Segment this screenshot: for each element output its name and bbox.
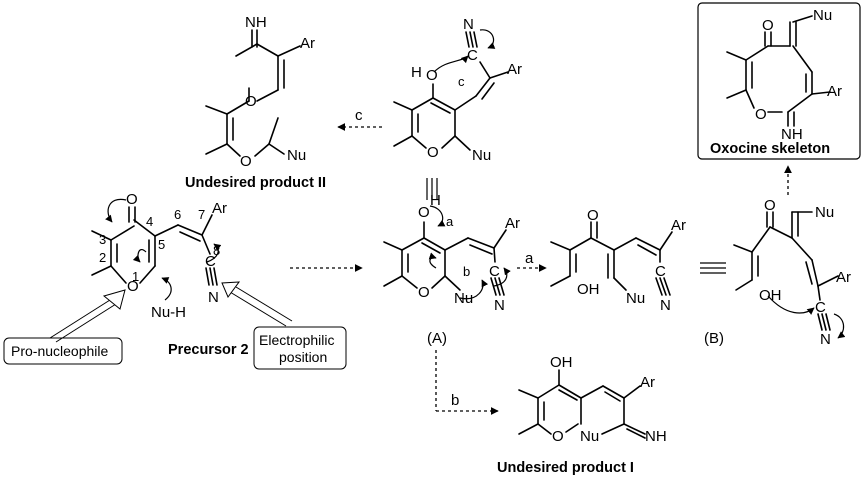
locant-3: 3	[99, 232, 106, 247]
A-path-a: a	[446, 214, 454, 229]
intermediate-B-structure	[733, 211, 846, 339]
B-Nu: Nu	[815, 204, 834, 221]
oxocine-box	[697, 2, 861, 160]
A-Nu: Nu	[454, 290, 473, 307]
oxocine-NH: NH	[781, 126, 803, 143]
c-O-ring: O	[427, 144, 439, 161]
c-N: N	[463, 16, 474, 33]
I-Ar: Ar	[640, 374, 655, 391]
II-Nu: Nu	[287, 147, 306, 164]
I-O-ring: O	[552, 428, 564, 445]
electrophilic-arrow	[221, 281, 293, 327]
arrow-c-label: c	[355, 107, 363, 124]
undesired-product-II-label: Undesired product II	[185, 175, 326, 191]
pro-nucleophile-label: Pro-nucleophile	[11, 343, 108, 359]
II-Ar: Ar	[300, 35, 315, 52]
locant-4: 4	[146, 214, 153, 229]
A-Ar: Ar	[505, 215, 520, 232]
B-O: O	[764, 197, 776, 214]
I-Nu: Nu	[580, 428, 599, 445]
II-O-bottom: O	[240, 153, 252, 170]
precursor-Nu-H: Nu-H	[151, 304, 186, 321]
equivalence-A-B	[700, 262, 726, 274]
locant-6: 6	[174, 207, 181, 222]
locant-5: 5	[158, 237, 165, 252]
precursor-C: C	[205, 253, 216, 270]
precursor-O-ring: O	[127, 278, 139, 295]
arrow-a-label: a	[525, 250, 534, 267]
electrophilic-label-2: position	[279, 349, 327, 365]
oxocine-O-carbonyl: O	[762, 17, 774, 34]
conformer-c-structure	[393, 29, 509, 151]
locant-2: 2	[99, 250, 106, 265]
locant-7: 7	[198, 207, 205, 222]
intermediate-A-label: (A)	[427, 330, 447, 347]
electrophilic-box	[253, 326, 347, 370]
electrophilic-label-1: Electrophilic	[259, 332, 334, 348]
open-chain-structure	[550, 221, 673, 296]
open-N: N	[660, 297, 671, 314]
A-path-b: b	[463, 264, 470, 279]
equivalence-A-vertical	[426, 178, 438, 200]
pro-nucleophile-arrow	[49, 289, 126, 343]
II-NH: NH	[245, 14, 267, 31]
precursor-Ar: Ar	[212, 200, 227, 217]
arrow-b-label: b	[451, 392, 459, 409]
undesired-product-I-label: Undesired product I	[497, 460, 634, 476]
c-H: H	[411, 64, 422, 81]
A-O-hydroxyl: O	[418, 204, 430, 221]
intermediate-B-label: (B)	[704, 330, 724, 347]
A-C: C	[489, 263, 500, 280]
oxocine-Nu: Nu	[813, 7, 832, 24]
oxocine-O-ring: O	[755, 106, 767, 123]
precursor-label: Precursor 2	[168, 342, 249, 358]
B-C: C	[815, 299, 826, 316]
B-Ar: Ar	[836, 269, 851, 286]
open-Nu: Nu	[626, 290, 645, 307]
oxocine-label: Oxocine skeleton	[710, 141, 830, 157]
B-OH: OH	[759, 287, 782, 304]
undesired-product-II-structure	[205, 29, 301, 157]
open-O: O	[587, 207, 599, 224]
arrow-path-b	[435, 350, 499, 415]
I-NH: NH	[645, 428, 667, 445]
open-Ar: Ar	[671, 217, 686, 234]
precursor-O-carbonyl: O	[126, 191, 138, 208]
undesired-product-I-structure	[518, 369, 646, 439]
A-O-ring: O	[418, 284, 430, 301]
precursor-N: N	[208, 289, 219, 306]
B-N: N	[820, 331, 831, 348]
intermediate-A-structure	[383, 205, 511, 300]
locant-1: 1	[132, 269, 139, 284]
c-Ar: Ar	[507, 61, 522, 78]
A-H: H	[430, 192, 441, 209]
oxocine-Ar: Ar	[827, 83, 842, 100]
A-N: N	[494, 297, 505, 314]
open-C: C	[655, 263, 666, 280]
II-O-top: O	[245, 93, 257, 110]
precursor-2-structure	[91, 198, 222, 301]
c-Nu: Nu	[472, 147, 491, 164]
oxocine-structure	[726, 15, 831, 127]
I-OH: OH	[550, 354, 573, 371]
locant-8: 8	[213, 243, 220, 258]
c-path-c: c	[458, 74, 465, 89]
c-C: C	[467, 47, 478, 64]
open-OH: OH	[577, 281, 600, 298]
c-O-hydroxyl: O	[426, 67, 438, 84]
